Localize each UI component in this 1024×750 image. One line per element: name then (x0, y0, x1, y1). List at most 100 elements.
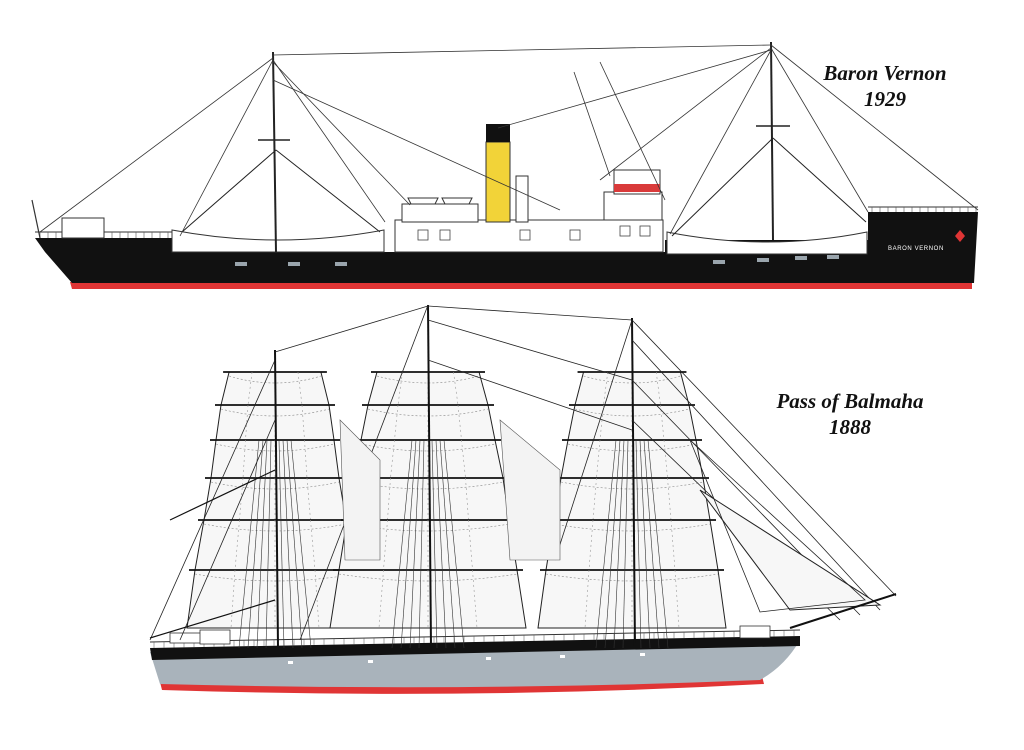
bark-porthole (640, 653, 645, 656)
bark-spanker-gaff (169, 469, 276, 521)
bark-sail-seam (660, 404, 665, 441)
bark-shroud (286, 439, 303, 649)
steamer-window (639, 225, 651, 237)
steamer-boat-deck (401, 203, 479, 223)
bark-square-sail (537, 569, 727, 629)
bark-shroud (278, 439, 285, 649)
bark-buntline (567, 443, 697, 452)
steamer-well-deck (171, 229, 385, 253)
bark-stay (427, 319, 633, 381)
bark-stay (631, 319, 897, 597)
steamer-bridge-band (614, 184, 660, 192)
steamer-bridge-house (603, 191, 663, 221)
bark-porthole (368, 660, 373, 663)
steamer-vent (515, 175, 529, 223)
steamer-year: 1929 (864, 87, 906, 111)
bark-stay (179, 419, 276, 641)
bark-shroud (635, 439, 642, 649)
bark-shroud (238, 439, 260, 649)
steamer-porthole (713, 260, 725, 264)
steamer-derrick (671, 137, 774, 237)
bark-sail-seam (588, 519, 594, 571)
steamer-derrick (275, 149, 381, 233)
bark-buntline (376, 375, 480, 384)
bark-buntline (215, 443, 335, 452)
steamer-hull (35, 212, 978, 283)
bark-stay (427, 305, 633, 321)
bark-sail-seam (310, 519, 316, 571)
steamer-rigging-line (770, 44, 979, 211)
bark-upper-hull (150, 636, 800, 660)
steamer-rigging-line (497, 49, 772, 129)
bark-sail-seam (603, 371, 609, 406)
steamer-main-mast (272, 51, 277, 253)
bark-sail-seam (387, 477, 391, 521)
bark-stay (554, 319, 633, 561)
steamer-rigging-line (272, 61, 411, 206)
bark-jib-outer (689, 439, 866, 613)
steamer-fore-mast (770, 41, 774, 241)
bark-caption: Pass of Balmaha 1888 (755, 388, 945, 440)
bark-sail-seam (453, 371, 459, 406)
steamer-rigging-line (669, 49, 772, 235)
steamer-window (519, 229, 531, 241)
bark-sail-seam (394, 404, 399, 441)
steamer-porthole (757, 258, 769, 262)
bark-sail-seam (297, 371, 303, 406)
bark-boot-top (160, 676, 764, 694)
bark-stay (631, 339, 881, 611)
bark-shroud (418, 439, 425, 649)
bark-sail-seam (383, 519, 388, 571)
bark-sail-seam (465, 477, 469, 521)
bark-mast-mizzen (274, 349, 279, 649)
bark-sail-seam (390, 439, 395, 479)
bark-buntline (194, 573, 356, 582)
steamer-porthole (235, 262, 247, 266)
bark-deckhouse (199, 629, 231, 645)
bark-name: Pass of Balmaha (776, 389, 924, 413)
bark-staysail (499, 419, 561, 561)
bark-rail (149, 629, 801, 643)
bark-sail-seam (468, 519, 473, 571)
steamer-rigging-line (272, 59, 386, 223)
bark-buntline (545, 573, 719, 582)
bark-sail-seam (592, 477, 597, 521)
steamer-boot-top (70, 282, 972, 289)
steamer-window (439, 229, 451, 241)
bark-sail-seam (242, 439, 246, 479)
bark-sail-seam (457, 404, 462, 441)
steamer-window (417, 229, 429, 241)
steamer-porthole (288, 262, 300, 266)
bark-jib (699, 489, 882, 611)
steamer-rigging-line (272, 44, 772, 56)
bark-sail-seam (245, 404, 249, 441)
bark-shroud (439, 439, 456, 649)
bark-shroud (643, 439, 660, 649)
bark-sail-seam (306, 477, 311, 521)
bark-staysail (339, 419, 381, 561)
bark-shroud (265, 439, 272, 649)
steamer-rigging-line (272, 79, 561, 211)
steamer-window (569, 229, 581, 241)
steamer-rigging-line (599, 61, 666, 201)
bark-shroud (391, 439, 413, 649)
bark-sail-seam (667, 477, 672, 521)
steamer-lifeboat (441, 197, 473, 205)
bark-shroud (400, 439, 417, 649)
bark-stay (274, 305, 429, 353)
bark-shroud (595, 439, 617, 649)
bark-shroud (282, 439, 294, 649)
steamer-funnel-top (486, 124, 510, 142)
bark-sail-seam (247, 371, 253, 406)
bark-buntline (338, 573, 518, 582)
steamer-rigging-line (573, 71, 611, 177)
bark-shroud (647, 439, 669, 649)
bark-spanker-boom (149, 599, 276, 639)
bark-buntline (210, 481, 340, 490)
bark-sail-seam (304, 439, 308, 479)
steamer-aft-deckhouse (61, 217, 105, 239)
steamer-porthole (335, 262, 347, 266)
bark-profile (149, 304, 897, 694)
bark-bowsprit (789, 593, 897, 629)
